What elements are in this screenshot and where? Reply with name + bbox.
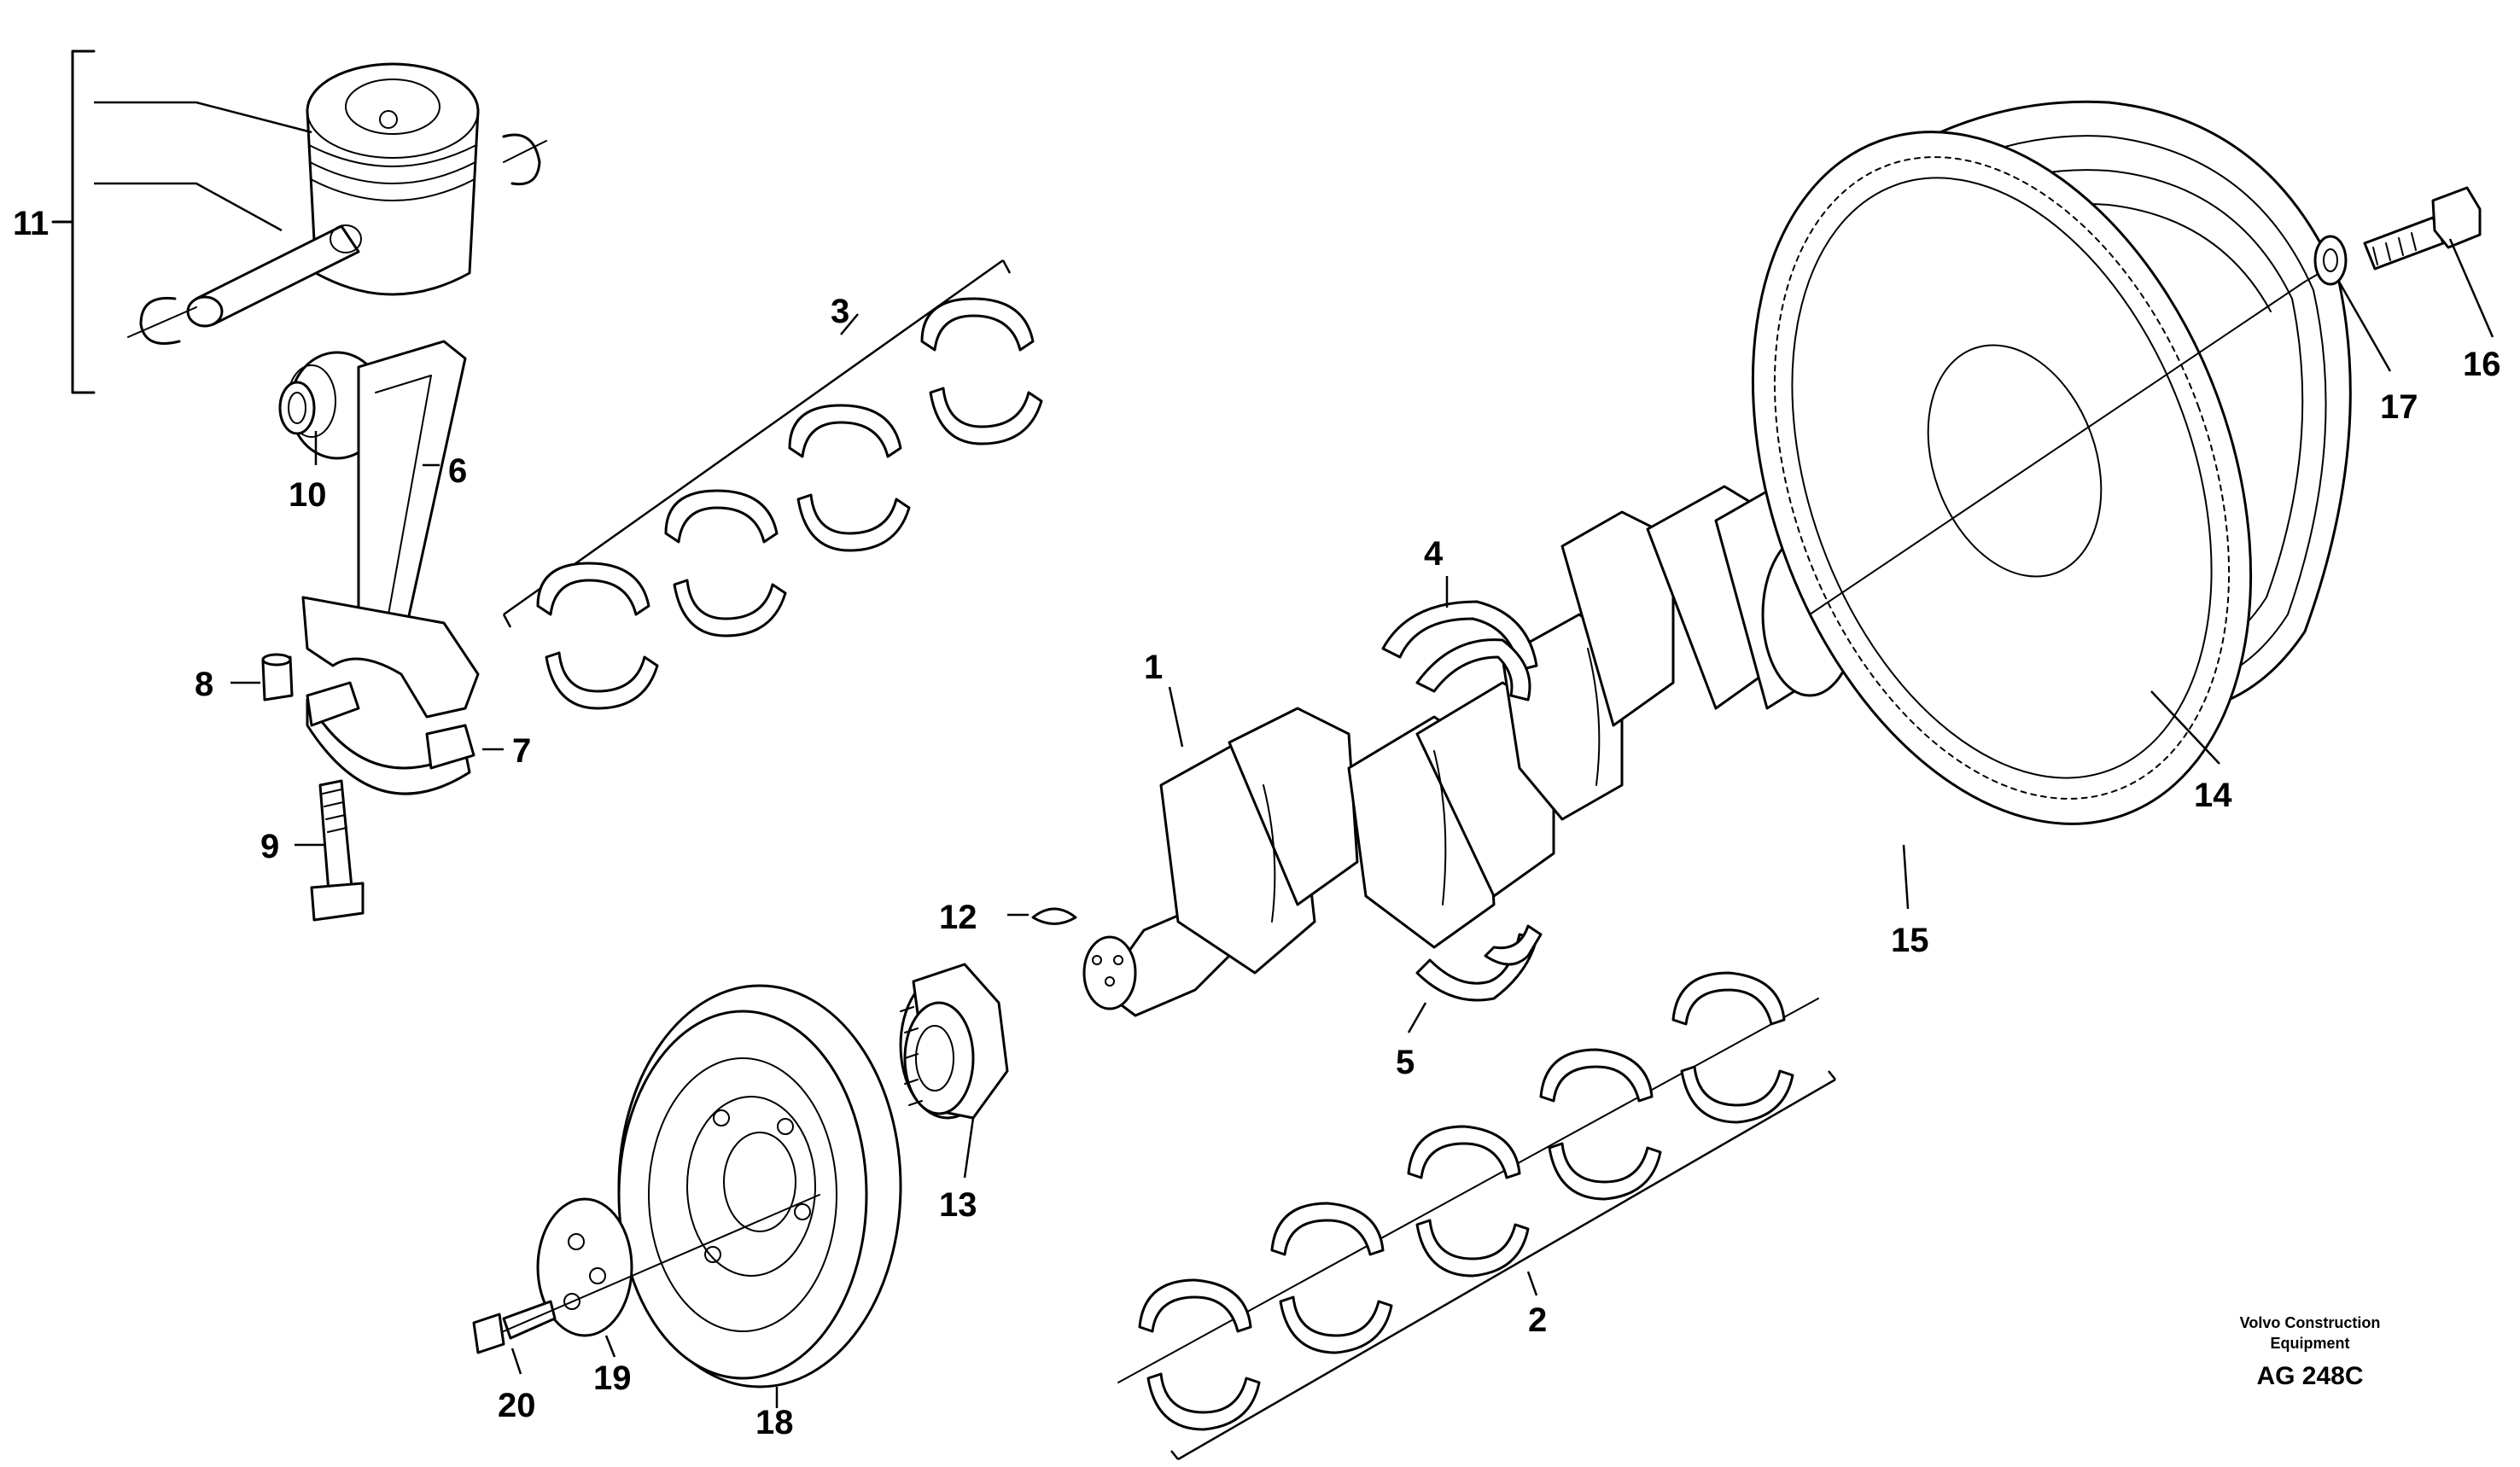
callout-17: 17 [2380,388,2418,426]
callout-15: 15 [1891,922,1929,959]
callout-labels: 1 2 3 4 5 6 7 8 9 10 11 12 13 14 15 16 1… [13,205,2501,1441]
callout-1: 1 [1144,649,1163,686]
bearing-shell-pair [664,489,787,637]
drawing-caption: Volvo Construction Equipment AG 248C [2240,1314,2381,1390]
callout-4: 4 [1424,535,1444,573]
caption-drawing-code: AG 248C [2256,1362,2363,1390]
callout-11: 11 [13,205,49,242]
pulley-assembly [472,984,902,1408]
callout-10: 10 [289,476,327,514]
bearing-shell-pair [920,297,1043,445]
callout-2: 2 [1528,1301,1547,1339]
main-bearing-shell-pair [1539,1048,1662,1201]
callout-8: 8 [195,666,213,703]
bearing-shell-pair [788,404,911,552]
caption-brand-line1: Volvo Construction [2240,1314,2381,1331]
callout-19: 19 [593,1359,632,1397]
main-bearing-shell-pair [1407,1125,1530,1278]
main-bearing-shell-pair [1138,1278,1261,1431]
main-bearing-shell-pair [1270,1202,1393,1354]
conrod-bearing-shells [502,259,1043,710]
main-bearing-shell-pair [1671,971,1794,1124]
callout-14: 14 [2194,777,2232,814]
callout-6: 6 [448,452,467,490]
callout-3: 3 [831,293,849,330]
thrust-washers [1381,576,1543,1033]
piston-assembly [51,49,547,394]
callout-13: 13 [939,1186,977,1224]
bearing-shell-pair [536,562,659,710]
main-bearing-shells [1117,971,1836,1461]
key-and-gear [899,907,1077,1179]
callout-18: 18 [755,1404,794,1441]
callout-9: 9 [260,828,279,865]
caption-brand-line2: Equipment [2271,1335,2350,1352]
callout-16: 16 [2463,346,2501,383]
callout-20: 20 [498,1387,536,1424]
callout-12: 12 [939,899,977,936]
flywheel-assembly [1751,100,2494,910]
callout-7: 7 [512,732,531,770]
connecting-rod [230,340,504,922]
crankshaft [1082,485,1858,1017]
callout-5: 5 [1396,1044,1415,1081]
